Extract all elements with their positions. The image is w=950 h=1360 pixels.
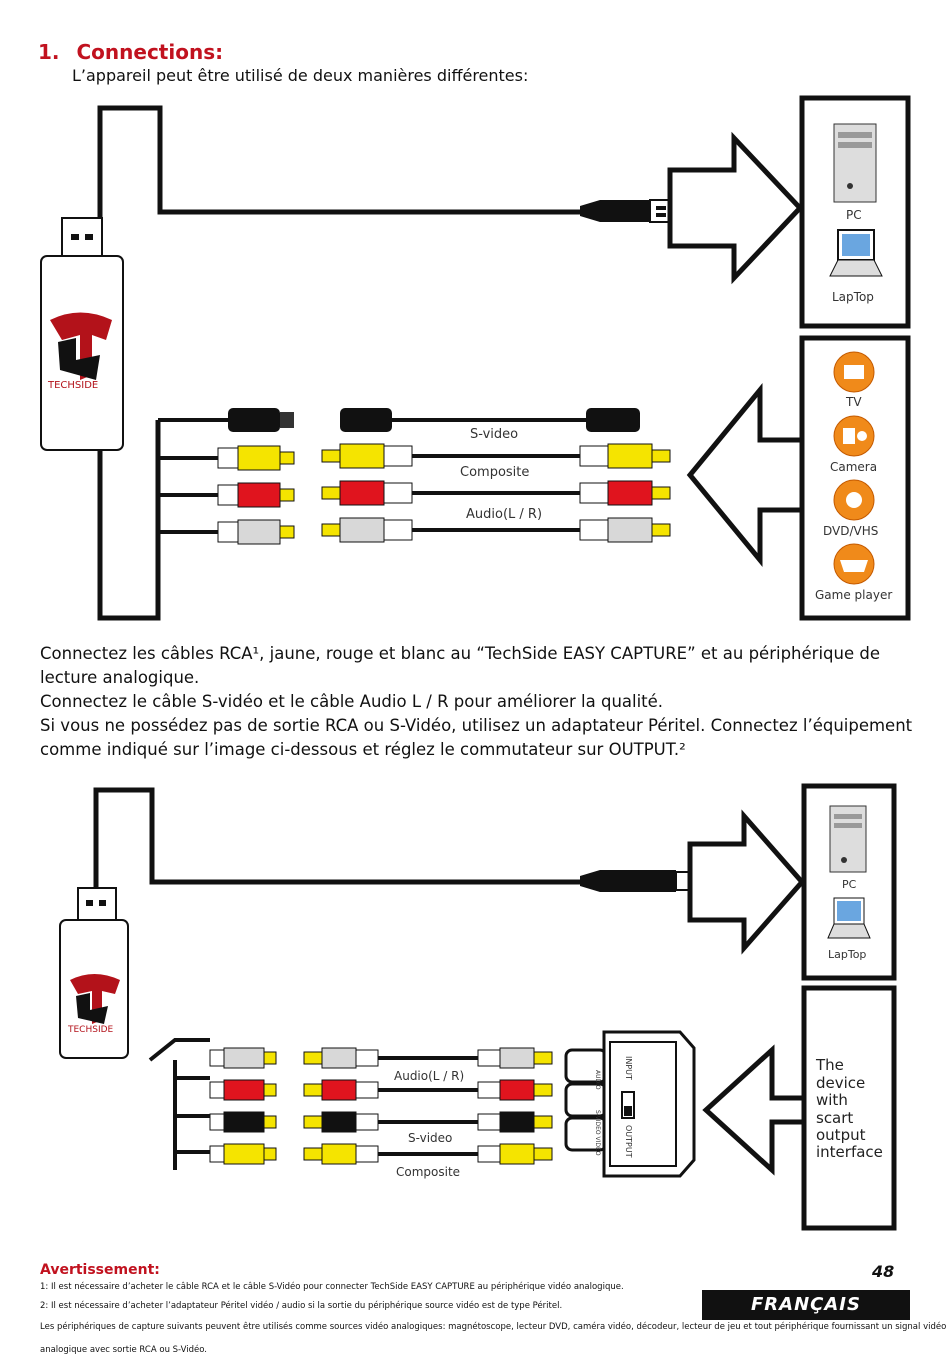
scart-device-box [801,985,897,1231]
connection-diagram-2: TECHSIDE Audio(L / R) S-video Composite … [59,783,897,1231]
scart-audio-label: AUDIO [594,1070,601,1090]
composite-label-2: Composite [396,1165,460,1179]
composite-plug-left-2 [209,1143,277,1165]
audio-red-plug-left-2 [209,1079,277,1101]
dongle-brand-2: TECHSIDE [67,1025,114,1035]
arrow-from-device-icon [686,383,802,567]
section-number: 1. [38,40,60,64]
svideo-cable-middle [340,408,640,432]
svideo-plug-left [228,408,294,432]
svg-text:with: with [816,1091,848,1109]
pc-tower-icon-2 [829,805,867,873]
intro-text: L’appareil peut être utilisé de deux man… [72,66,529,85]
techside-dongle-icon [40,217,124,451]
audio-red-plug-left [217,482,295,508]
scart-device-text: The device with scart output interface [815,1056,883,1161]
dongle-brand: TECHSIDE [47,380,98,391]
language-banner: FRANÇAIS [702,1290,910,1320]
laptop-label: LapTop [832,290,874,304]
laptop-label-2: LapTop [828,948,866,961]
footnote-1: 1: Il est nécessaire d’acheter le câble … [40,1282,624,1292]
usb-plug-icon-2 [580,870,693,892]
footnote-2: 2: Il est nécessaire d’acheter l’adaptat… [40,1301,563,1311]
tv-label: TV [845,395,862,409]
composite-label: Composite [460,465,529,480]
section-title: Connections: [76,40,224,64]
footnote-3: Les périphériques de capture suivants pe… [40,1322,947,1332]
section-heading: 1. Connections: [38,40,223,64]
instruction-line-3: Si vous ne possédez pas de sortie RCA ou… [40,716,913,759]
page-number: 48 [872,1262,895,1281]
composite-cable-middle [321,443,671,469]
black-plug-left-2 [209,1111,277,1133]
tv-icon [833,351,875,393]
instruction-line-2: Connectez le câble S-vidéo et le câble A… [40,692,664,711]
pc-tower-icon [833,123,877,203]
rca-bundle-2 [148,1038,210,1170]
instructions-paragraph: Connectez les câbles RCA¹, jaune, rouge … [40,642,920,762]
camera-label: Camera [830,460,877,474]
dvd-vhs-label: DVD/VHS [823,524,878,538]
camera-icon [833,415,875,457]
game-player-label: Game player [815,588,892,602]
arrow-to-pc-icon-2 [687,809,806,955]
audio-white-plug-left-2 [209,1047,277,1069]
svideo-label-2: S-video [408,1131,452,1145]
pc-label: PC [846,208,862,222]
instruction-line-1: Connectez les câbles RCA¹, jaune, rouge … [40,644,880,687]
svg-text:The: The [815,1056,844,1074]
arrow-from-scart-icon [702,1044,804,1176]
scart-adapter-icon [564,1030,696,1178]
connection-diagram-1: TECHSIDE S-video Composite Audio(L / R) … [40,95,911,621]
rca-cable-bundle [97,420,161,621]
pc-label-2: PC [842,878,857,891]
techside-dongle-icon-2 [59,887,129,1059]
laptop-icon-2 [827,897,871,939]
usb-cable [97,105,590,220]
scart-input-label: INPUT [624,1056,633,1080]
arrow-to-pc-icon [667,131,804,285]
audio-label-2: Audio(L / R) [394,1069,464,1083]
svideo-label: S-video [470,427,518,442]
composite-plug-left [217,445,295,471]
audio-label: Audio(L / R) [466,507,542,522]
svg-text:scart: scart [816,1109,853,1127]
middle-cables-2 [303,1047,553,1165]
laptop-icon [829,229,883,277]
game-player-icon [833,543,875,585]
svg-text:device: device [816,1074,865,1092]
audio-white-plug-left [217,519,295,545]
svg-text:interface: interface [816,1143,883,1161]
scart-svideo-label: S-VIDEO VIDEO [594,1110,601,1156]
scart-output-label: OUTPUT [624,1125,633,1158]
audio-red-cable-middle [321,480,671,506]
footnote-4: analogique avec sortie RCA ou S-Vidéo. [40,1345,207,1355]
usb-plug-icon [580,199,673,223]
warning-title: Avertissement: [40,1262,160,1278]
dvd-vhs-icon [833,479,875,521]
svg-text:output: output [816,1126,866,1144]
usb-cable-2 [93,787,590,888]
audio-white-cable-middle [321,517,671,543]
